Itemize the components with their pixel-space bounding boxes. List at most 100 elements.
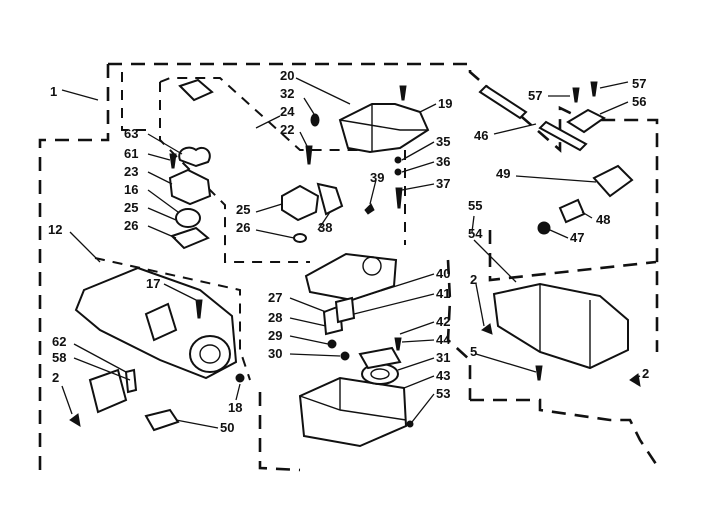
part-25-valve xyxy=(281,184,320,222)
callout-2-far-right: 2 xyxy=(642,366,649,381)
callout-29: 29 xyxy=(268,328,282,343)
callout-2-left: 2 xyxy=(52,370,59,385)
leader-25-left xyxy=(147,207,177,221)
leader-24 xyxy=(255,115,281,129)
callout-63: 63 xyxy=(124,126,138,141)
part-46-rod-lower xyxy=(538,120,588,152)
callout-38: 38 xyxy=(318,220,332,235)
callout-2-right: 2 xyxy=(470,272,477,287)
callout-12: 12 xyxy=(48,222,62,237)
part-22-pin xyxy=(305,145,313,165)
leader-17 xyxy=(163,283,197,301)
callout-49: 49 xyxy=(496,166,510,181)
leader-28 xyxy=(289,317,327,327)
leader-61 xyxy=(147,153,171,161)
leader-23 xyxy=(147,171,173,185)
lower-mid-outline xyxy=(258,392,301,472)
leader-5 xyxy=(475,353,537,373)
callout-47: 47 xyxy=(570,230,584,245)
leader-27 xyxy=(289,297,327,313)
leader-41 xyxy=(353,293,435,315)
leader-46 xyxy=(493,123,537,135)
part-5-screw xyxy=(535,365,543,381)
callout-57-right: 57 xyxy=(632,76,646,91)
leader-31 xyxy=(397,357,435,371)
leader-49 xyxy=(515,175,597,183)
callout-30: 30 xyxy=(268,346,282,361)
callout-53: 53 xyxy=(436,386,450,401)
part-valve-body-edges xyxy=(299,378,407,421)
leader-40 xyxy=(351,273,435,301)
part-18-nut xyxy=(235,373,245,383)
part-base-plate xyxy=(304,252,398,302)
part-26-plate xyxy=(170,226,210,250)
leader-18 xyxy=(235,383,241,401)
leader-2-left xyxy=(61,385,73,415)
part-56-clip xyxy=(566,108,606,134)
callout-24: 24 xyxy=(280,104,295,119)
top-sub-outline xyxy=(159,77,370,151)
callout-17: 17 xyxy=(146,276,160,291)
part-12-clamp xyxy=(144,302,178,342)
callout-62: 62 xyxy=(52,334,66,349)
callout-16: 16 xyxy=(124,182,138,197)
part-54-bracket xyxy=(492,282,629,370)
part-44-screw xyxy=(394,337,402,351)
leader-1 xyxy=(61,89,99,101)
leader-56 xyxy=(599,101,629,115)
leader-12 xyxy=(69,231,101,263)
leader-16 xyxy=(147,189,179,213)
callout-43: 43 xyxy=(436,368,450,383)
leader-22 xyxy=(299,131,309,149)
leader-20 xyxy=(295,77,351,105)
part-46-rod-upper xyxy=(478,84,528,120)
callout-1: 1 xyxy=(50,84,57,99)
bracket-outline xyxy=(488,230,657,282)
leader-50 xyxy=(175,419,219,429)
leader-2-right xyxy=(475,283,485,327)
callout-61: 61 xyxy=(124,146,138,161)
part-number-labels: 1 20 32 24 22 19 35 36 37 39 38 25 26 63… xyxy=(48,68,649,435)
callout-54: 54 xyxy=(468,226,483,241)
callout-50: 50 xyxy=(220,420,234,435)
callout-36: 36 xyxy=(436,154,450,169)
part-49-fitting xyxy=(592,164,634,198)
callout-42: 42 xyxy=(436,314,450,329)
part-12-motor-hub xyxy=(199,344,221,364)
part-2-screw-right xyxy=(480,323,493,335)
leader-43 xyxy=(403,375,435,389)
leader-37 xyxy=(401,183,435,191)
callout-26-left: 26 xyxy=(124,218,138,233)
callout-25-mid: 25 xyxy=(236,202,250,217)
leader-63 xyxy=(147,133,183,155)
leader-53 xyxy=(411,393,435,423)
callout-18: 18 xyxy=(228,400,242,415)
part-36-washer xyxy=(394,168,402,176)
callout-19: 19 xyxy=(438,96,452,111)
part-38-gasket xyxy=(316,182,344,216)
lower-right-outline xyxy=(470,398,662,471)
callout-35: 35 xyxy=(436,134,450,149)
leader-19 xyxy=(419,103,437,113)
part-2-screw-left xyxy=(69,413,81,427)
callout-20: 20 xyxy=(280,68,294,83)
part-63-cap xyxy=(178,146,211,168)
callout-23: 23 xyxy=(124,164,138,179)
leader-2-far-right xyxy=(635,375,641,379)
part-17-screw xyxy=(195,299,203,319)
leader-25-mid xyxy=(255,203,283,213)
leader-36 xyxy=(401,161,435,173)
part-35-nut xyxy=(394,156,402,164)
parts xyxy=(69,78,641,448)
callout-55: 55 xyxy=(468,198,482,213)
callout-37: 37 xyxy=(436,176,450,191)
part-47-washer xyxy=(537,221,551,235)
callout-5: 5 xyxy=(470,344,477,359)
callout-25-left: 25 xyxy=(124,200,138,215)
left-sub-outline xyxy=(159,82,310,263)
leader-62 xyxy=(73,343,127,373)
callout-28: 28 xyxy=(268,310,282,325)
part-12-motor-end xyxy=(189,335,231,373)
part-2-screw-far-right xyxy=(629,373,641,387)
